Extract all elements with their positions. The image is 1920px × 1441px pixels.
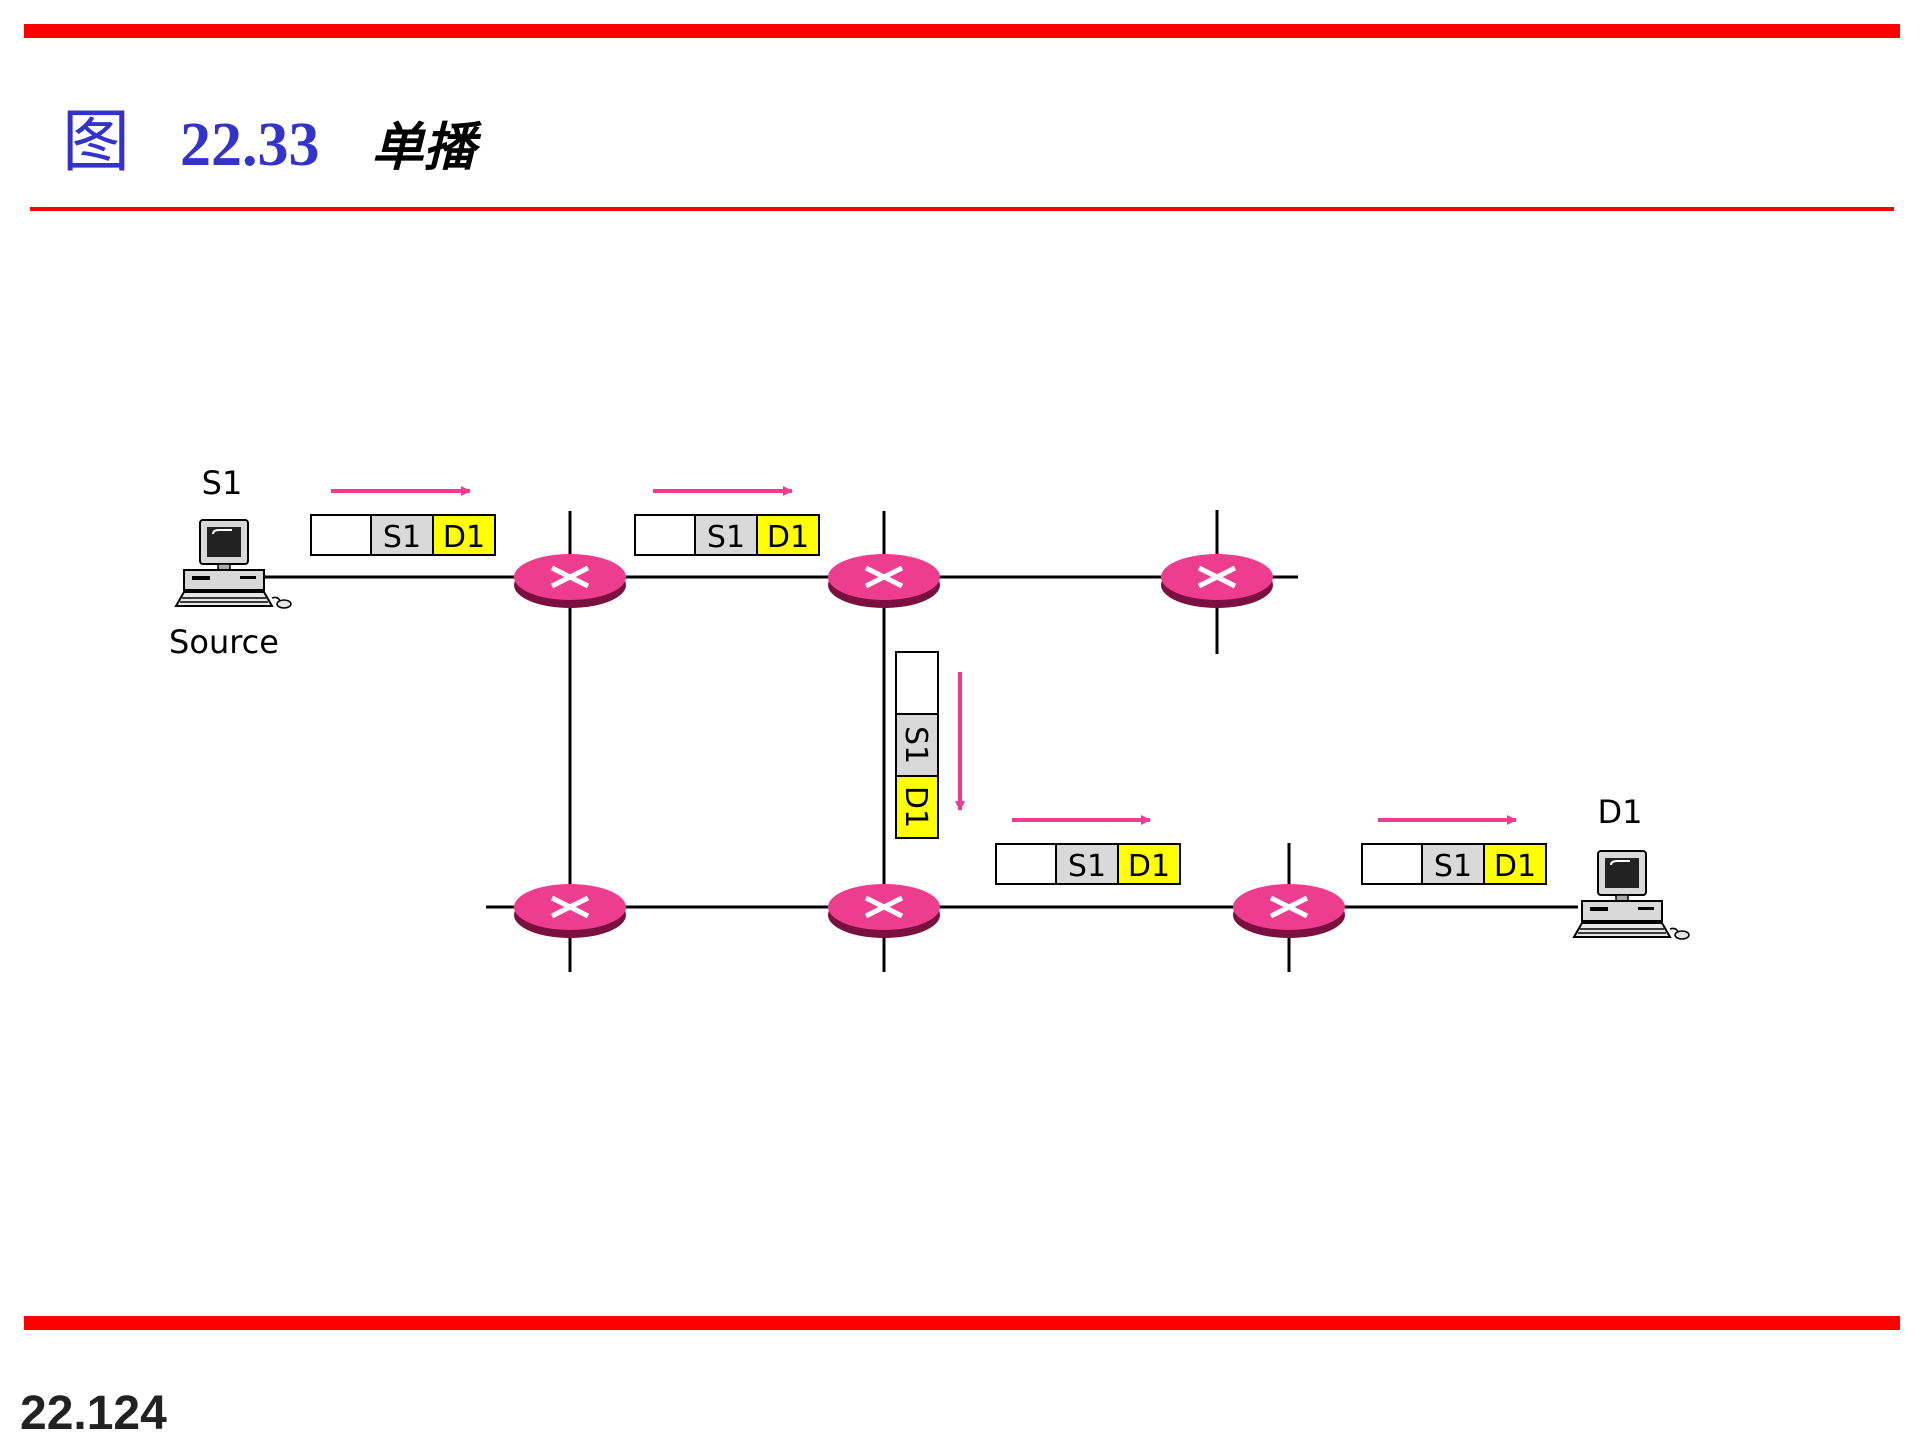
packet: S1 D1	[1361, 843, 1547, 885]
network-links	[262, 510, 1578, 972]
packet-source-label: S1	[898, 726, 933, 764]
packet-dest-field	[1117, 843, 1181, 885]
router-icon	[514, 884, 626, 938]
title-prefix: 图	[62, 104, 131, 180]
router-icon	[828, 554, 940, 608]
packet-dest-label: D1	[443, 520, 485, 555]
packet-payload	[1361, 843, 1423, 885]
figure-name: 单播	[371, 120, 476, 177]
source-host-caption: Source	[169, 623, 279, 661]
packet-dest-field	[756, 514, 820, 556]
source-computer-icon	[175, 519, 292, 609]
packet: S1 D1	[895, 651, 939, 839]
router-icon	[1161, 554, 1273, 608]
packet-dest-label: D1	[767, 520, 809, 555]
router-icon	[514, 554, 626, 608]
router-icon	[828, 884, 940, 938]
packet-payload	[895, 651, 939, 715]
packet-dest-label: D1	[898, 786, 933, 828]
packet-source-label: S1	[383, 520, 421, 555]
title-underline-rule	[30, 207, 1894, 211]
destination-host-label: D1	[1598, 793, 1643, 831]
packet-dest-label: D1	[1494, 849, 1536, 884]
packet-source-label: S1	[707, 520, 745, 555]
packet-payload	[995, 843, 1057, 885]
page-number: 22.124	[20, 1387, 167, 1440]
packet-dest-field	[895, 775, 939, 839]
packet-source-field	[694, 514, 758, 556]
packet: S1 D1	[995, 843, 1181, 885]
source-host-label: S1	[202, 464, 243, 502]
figure-number: 22.33	[180, 111, 320, 179]
packet: S1 D1	[634, 514, 820, 556]
packet-source-label: S1	[1068, 849, 1106, 884]
packet-payload	[634, 514, 696, 556]
packet-dest-field	[1483, 843, 1547, 885]
packet-source-field	[370, 514, 434, 556]
packet-dest-label: D1	[1128, 849, 1170, 884]
destination-computer-icon	[1573, 850, 1690, 940]
packet-source-field	[895, 713, 939, 777]
packet: S1 D1	[310, 514, 496, 556]
router-icon	[1233, 884, 1345, 938]
packet-dest-field	[432, 514, 496, 556]
packet-source-label: S1	[1434, 849, 1472, 884]
slide-title: 图 22.33 单播	[62, 86, 476, 185]
direction-arrows	[331, 486, 1517, 825]
packet-payload	[310, 514, 372, 556]
bottom-red-rule	[24, 1316, 1900, 1330]
packet-source-field	[1055, 843, 1119, 885]
top-red-rule	[24, 24, 1900, 38]
